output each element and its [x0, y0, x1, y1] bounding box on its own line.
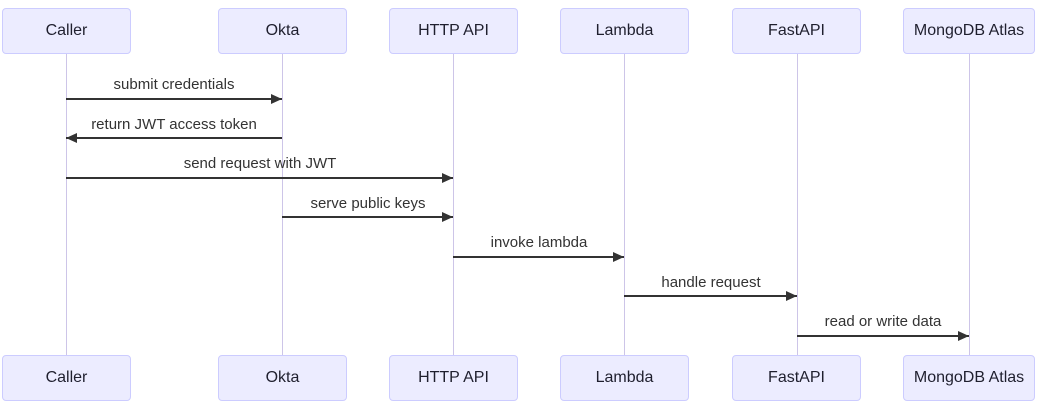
actor-box-lambda-top: Lambda: [560, 8, 689, 54]
lifeline-lambda: [624, 54, 625, 355]
arrowhead-marker: [958, 331, 969, 341]
arrowhead-marker: [66, 133, 77, 143]
message-label: invoke lambda: [490, 234, 588, 251]
message-arrow-line: [282, 216, 453, 218]
actor-box-http-api-bottom: HTTP API: [389, 355, 518, 401]
message-arrow-line: [797, 335, 969, 337]
arrowhead-marker: [786, 291, 797, 301]
lifeline-okta: [282, 54, 283, 355]
actor-box-fastapi-bottom: FastAPI: [732, 355, 861, 401]
actor-box-lambda-bottom: Lambda: [560, 355, 689, 401]
actor-box-mongodb-atlas-top: MongoDB Atlas: [903, 8, 1035, 54]
lifeline-caller: [66, 54, 67, 355]
message-label: serve public keys: [310, 195, 426, 212]
lifeline-mongodb-atlas: [969, 54, 970, 355]
actor-box-caller-top: Caller: [2, 8, 131, 54]
arrowhead-marker: [271, 94, 282, 104]
lifeline-fastapi: [797, 54, 798, 355]
actor-box-http-api-top: HTTP API: [389, 8, 518, 54]
actor-box-okta-top: Okta: [218, 8, 347, 54]
message-label: send request with JWT: [183, 155, 337, 172]
lifeline-http-api: [453, 54, 454, 355]
message-arrow-line: [624, 295, 797, 297]
arrowhead-marker: [442, 173, 453, 183]
message-arrow-line: [66, 98, 282, 100]
message-label: read or write data: [824, 313, 942, 330]
message-label: handle request: [661, 274, 761, 291]
message-arrow-line: [453, 256, 624, 258]
actor-box-okta-bottom: Okta: [218, 355, 347, 401]
message-label: return JWT access token: [91, 116, 257, 133]
message-label: submit credentials: [113, 76, 235, 93]
arrowhead-marker: [442, 212, 453, 222]
actor-box-fastapi-top: FastAPI: [732, 8, 861, 54]
arrowhead-marker: [613, 252, 624, 262]
message-arrow-line: [66, 177, 453, 179]
actor-box-mongodb-atlas-bottom: MongoDB Atlas: [903, 355, 1035, 401]
actor-box-caller-bottom: Caller: [2, 355, 131, 401]
message-arrow-line: [66, 137, 282, 139]
